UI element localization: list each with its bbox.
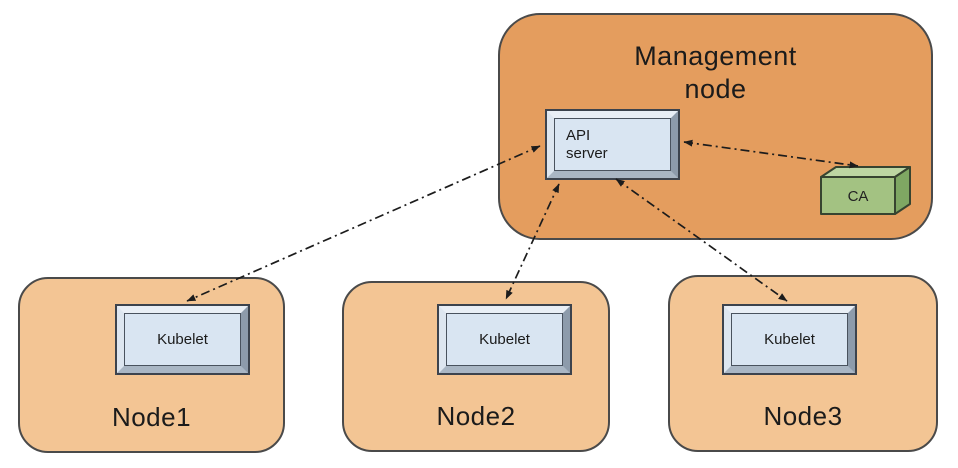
kubelet-bevel — [724, 306, 855, 373]
kubelet-box-node2: Kubelet — [437, 304, 572, 375]
kubelet-bevel — [117, 306, 248, 373]
management-node: Management node API server CA — [498, 13, 933, 240]
kubelet-label-node3: Kubelet — [731, 313, 848, 366]
ca-box: CA — [820, 166, 911, 215]
kubelet-box-node3: Kubelet — [722, 304, 857, 375]
ca-label: CA — [848, 188, 869, 205]
node2-label: Node2 — [436, 401, 516, 431]
kubelet-box-node1: Kubelet — [115, 304, 250, 375]
api-server-box: API server — [545, 109, 680, 180]
api-server-bevel — [547, 111, 678, 178]
kubelet-label-node2: Kubelet — [446, 313, 563, 366]
node1-label: Node1 — [111, 402, 192, 432]
ca-front-face — [820, 176, 896, 215]
node3-label: Node3 — [763, 401, 843, 431]
worker-node-3: Kubelet Node3 — [668, 275, 938, 452]
worker-node-1: Kubelet Node1 — [18, 277, 285, 453]
api-server-label: API server — [554, 118, 671, 171]
kubelet-label-node1: Kubelet — [124, 313, 241, 366]
kubelet-bevel — [439, 306, 570, 373]
worker-node-2: Kubelet Node2 — [342, 281, 610, 452]
management-node-label: Management node — [634, 41, 797, 104]
